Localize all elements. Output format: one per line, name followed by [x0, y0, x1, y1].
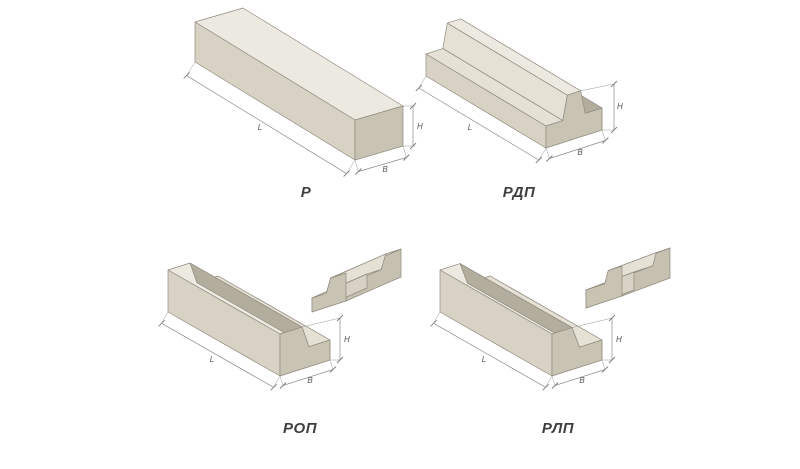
dimension-width: B — [354, 145, 410, 175]
dimension-height: H — [580, 80, 623, 134]
dimension-width: B — [279, 359, 337, 389]
dim-label-height: H — [617, 102, 623, 111]
dimension-length: L — [158, 311, 281, 391]
dim-label-width: B — [382, 165, 388, 174]
figure-caption-r: Р — [300, 184, 312, 201]
dim-label-height: H — [616, 335, 622, 344]
beam2-end-face — [585, 265, 623, 309]
beam-diagram-rop: L H B — [158, 248, 402, 391]
beam-secondary-rop — [311, 248, 402, 313]
beam-diagram-r: L H B — [183, 7, 423, 177]
dim-label-length: L — [468, 123, 472, 132]
beam-body-rlp — [439, 263, 603, 377]
dimension-height: H — [403, 102, 423, 150]
beam2-end-face — [311, 272, 347, 313]
dimension-length: L — [183, 61, 356, 177]
figure-caption-rlp: РЛП — [541, 420, 575, 437]
dim-label-length: L — [258, 123, 262, 132]
beam-body-rdp — [425, 18, 603, 149]
dimension-height: H — [571, 314, 622, 364]
dim-label-height: H — [417, 122, 423, 131]
dim-label-length: L — [210, 355, 214, 364]
dim-label-length: L — [482, 355, 486, 364]
figure-caption-rop: РОП — [283, 420, 317, 437]
beam-secondary-rlp — [585, 247, 671, 309]
dim-label-width: B — [579, 376, 585, 385]
beam-body-rop — [167, 262, 331, 377]
dim-label-width: B — [577, 148, 583, 157]
dim-label-width: B — [307, 376, 313, 385]
dimension-height: H — [301, 314, 350, 364]
beam-body-r — [194, 7, 404, 161]
dimension-width: B — [551, 359, 609, 389]
figure-caption-rdp: РДП — [502, 184, 536, 201]
dimension-width: B — [545, 129, 609, 162]
beam-diagram-rdp: L H B — [415, 18, 623, 164]
dimension-length: L — [430, 311, 553, 391]
dimension-length: L — [415, 75, 547, 164]
dim-label-height: H — [344, 335, 350, 344]
beam-diagram-rlp: L H B — [430, 247, 671, 391]
